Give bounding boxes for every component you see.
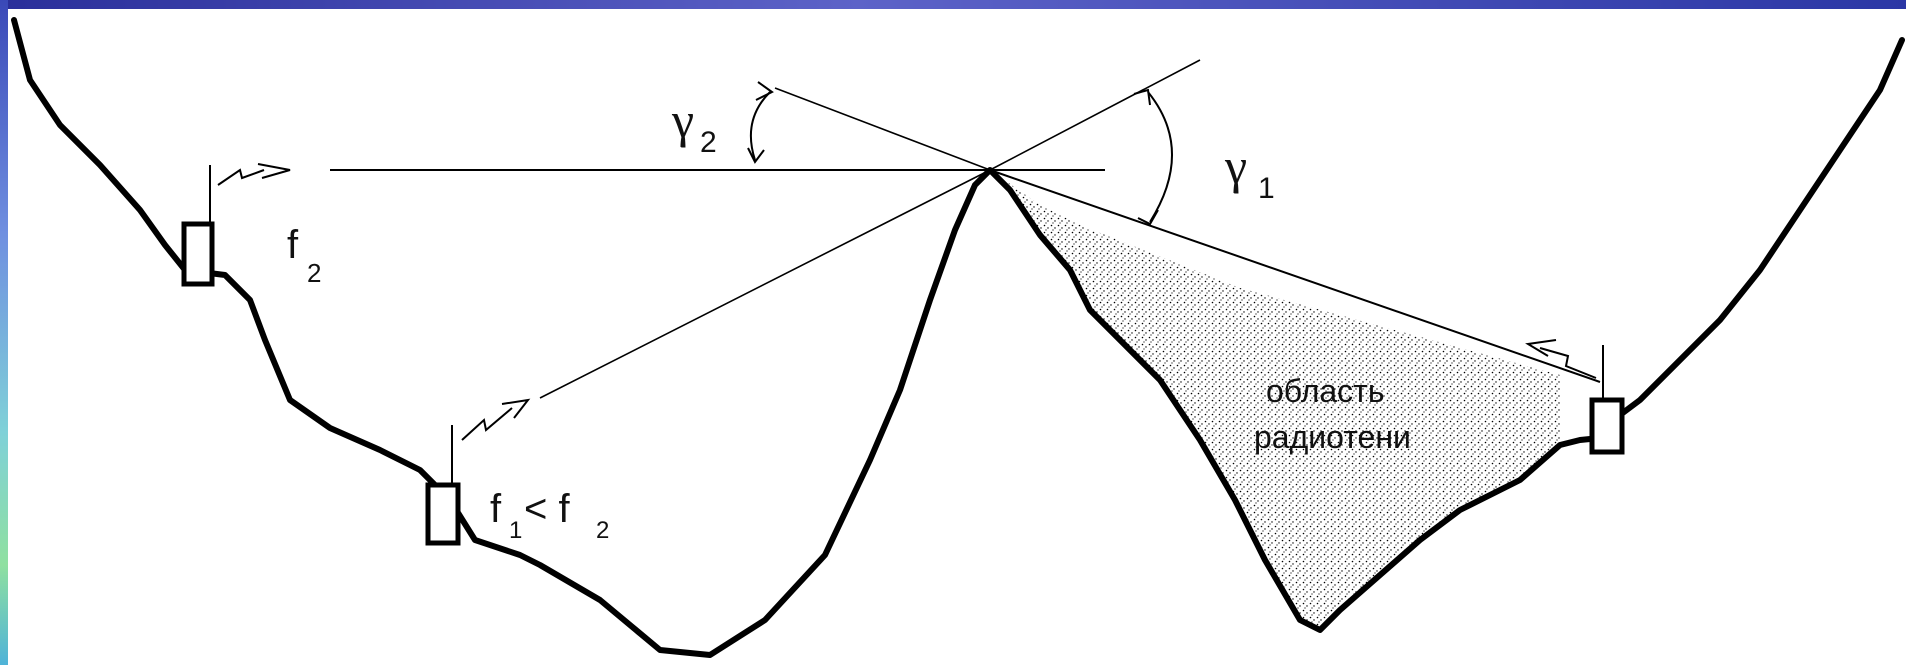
- gamma1-angle-arc: [1147, 91, 1173, 223]
- radio-shadow-area: [990, 170, 1560, 630]
- gamma2-angle-arc: [749, 91, 771, 161]
- station-f1: [425, 398, 531, 546]
- f1-subscript: 1: [509, 517, 522, 544]
- line-peak-upright: [989, 59, 1201, 171]
- shadow-label-line1: область: [1266, 373, 1384, 409]
- f1-label: f: [490, 487, 502, 531]
- terrain-profile: [11, 17, 1905, 658]
- f2-subscript: 2: [307, 258, 321, 288]
- gamma2-symbol: γ: [671, 92, 694, 148]
- station-right: [1525, 339, 1625, 455]
- station-f2: [181, 163, 291, 287]
- gamma1-symbol: γ: [1224, 138, 1247, 194]
- left-decorative-band: [0, 0, 8, 665]
- shadow-label-line2: радиотени: [1254, 419, 1411, 455]
- f1-compare-subscript: 2: [596, 517, 609, 544]
- line-f1-to-peak: [539, 169, 991, 399]
- gamma1-arrow-top: [1133, 88, 1151, 106]
- gamma2-arrow-top: [755, 81, 774, 101]
- gamma2-subscript: 2: [700, 126, 717, 159]
- line-gamma2-to-peak: [774, 87, 991, 171]
- gamma1-arrow-bottom: [1137, 209, 1159, 226]
- f2-label: f: [287, 223, 299, 267]
- gamma2-arrow-bottom: [747, 147, 765, 164]
- gamma1-subscript: 1: [1258, 172, 1275, 205]
- f1-less-than-f2: < f: [524, 487, 570, 531]
- line-peak-to-right-station: [989, 169, 1601, 383]
- top-decorative-band: [0, 0, 1906, 9]
